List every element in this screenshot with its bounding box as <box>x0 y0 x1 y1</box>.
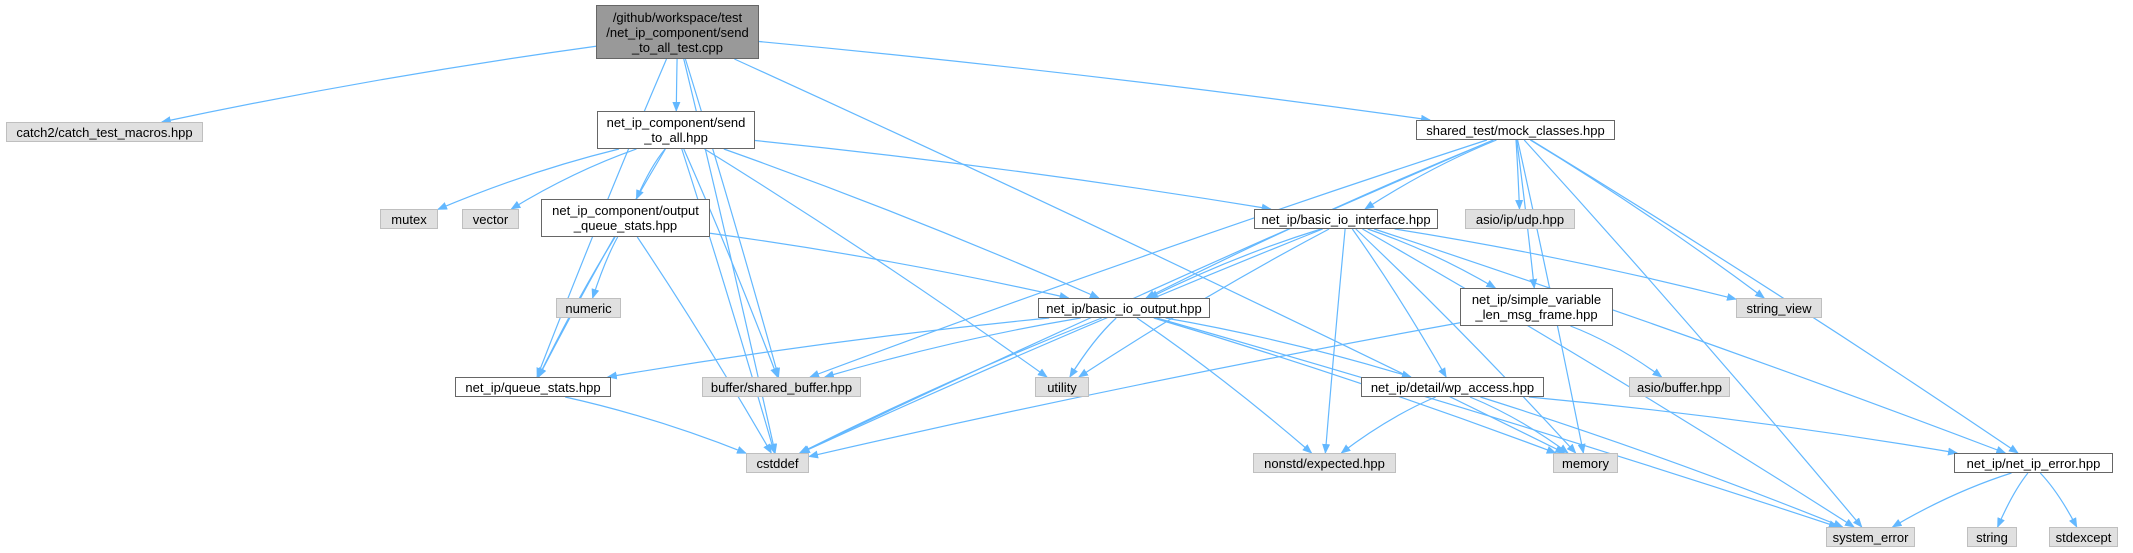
node-output-queue-stats[interactable]: net_ip_component/output _queue_stats.hpp <box>541 199 710 237</box>
edge-wp_access-to-memory <box>1469 396 1569 454</box>
edge-root-to-catch2 <box>160 45 597 125</box>
edge-mock_classes-to-asio_udp <box>1515 139 1524 210</box>
edge-root-to-cstddef <box>683 58 778 454</box>
node-stdexcept[interactable]: stdexcept <box>2049 527 2118 547</box>
node-system-error[interactable]: system_error <box>1826 527 1915 547</box>
edge-basic_io_interface-to-string_view <box>1394 228 1737 301</box>
edge-basic_io_interface-to-simple_variable <box>1367 228 1497 289</box>
node-cstddef[interactable]: cstddef <box>746 453 809 473</box>
node-vector[interactable]: vector <box>462 209 519 229</box>
edge-send_to_all-to-shared_buffer <box>683 148 778 378</box>
edge-queue_stats-to-cstddef <box>565 396 747 454</box>
node-send-to-all[interactable]: net_ip_component/send _to_all.hpp <box>597 111 755 149</box>
edge-wp_access-to-system_error <box>1480 396 1844 528</box>
node-shared-buffer[interactable]: buffer/shared_buffer.hpp <box>702 377 861 397</box>
edge-simple_variable-to-cstddef <box>808 322 1461 459</box>
edge-send_to_all-to-mutex <box>437 148 620 210</box>
node-utility[interactable]: utility <box>1035 377 1089 397</box>
node-asio-ip-udp[interactable]: asio/ip/udp.hpp <box>1465 209 1575 229</box>
node-net-ip-error[interactable]: net_ip/net_ip_error.hpp <box>1954 453 2113 473</box>
edge-send_to_all-to-basic_io_output <box>723 148 1100 299</box>
edge-simple_variable-to-asio_buffer <box>1570 325 1663 378</box>
edge-mock_classes-to-shared_buffer <box>809 139 1488 378</box>
edge-send_to_all-to-vector <box>510 148 637 210</box>
node-catch-test-macros[interactable]: catch2/catch_test_macros.hpp <box>6 122 203 142</box>
edge-net_ip_error-to-string <box>1997 472 2029 528</box>
edge-mock_classes-to-net_ip_error <box>1530 139 2019 454</box>
edge-basic_io_output-to-shared_buffer <box>823 317 1081 379</box>
edge-wp_access-to-expected <box>1340 396 1436 454</box>
edge-basic_io_output-to-cstddef <box>798 317 1102 454</box>
node-nonstd-expected[interactable]: nonstd/expected.hpp <box>1253 453 1396 473</box>
edge-net_ip_error-to-stdexcept <box>2039 472 2078 528</box>
edge-basic_io_interface-to-expected <box>1322 228 1346 454</box>
edge-send_to_all-to-cstddef <box>681 148 776 454</box>
edge-mock_classes-to-basic_io_interface <box>1364 139 1497 210</box>
edge-output_queue_stats-to-numeric <box>591 236 619 299</box>
edge-basic_io_interface-to-system_error <box>1362 228 1855 528</box>
node-mock-classes[interactable]: shared_test/mock_classes.hpp <box>1416 120 1615 140</box>
node-wp-access[interactable]: net_ip/detail/wp_access.hpp <box>1361 377 1544 397</box>
node-basic-io-interface[interactable]: net_ip/basic_io_interface.hpp <box>1254 209 1438 229</box>
edge-net_ip_error-to-system_error <box>1891 472 2012 528</box>
edge-root-to-send_to_all <box>672 58 681 112</box>
edge-basic_io_interface-to-cstddef <box>799 228 1323 454</box>
node-asio-buffer[interactable]: asio/buffer.hpp <box>1629 377 1730 397</box>
edge-basic_io_output-to-memory <box>1153 317 1557 454</box>
node-simple-variable-len-msg-frame[interactable]: net_ip/simple_variable _len_msg_frame.hp… <box>1460 288 1613 326</box>
node-string[interactable]: string <box>1967 527 2017 547</box>
node-mutex[interactable]: mutex <box>380 209 438 229</box>
edge-send_to_all-to-basic_io_interface <box>754 139 1272 212</box>
node-basic-io-output[interactable]: net_ip/basic_io_output.hpp <box>1038 298 1210 318</box>
edge-root-to-shared_buffer <box>684 58 781 378</box>
edge-output_queue_stats-to-basic_io_output <box>709 232 1070 300</box>
node-memory[interactable]: memory <box>1553 453 1618 473</box>
edge-basic_io_output-to-expected <box>1136 317 1313 454</box>
node-queue-stats[interactable]: net_ip/queue_stats.hpp <box>455 377 611 397</box>
node-string-view[interactable]: string_view <box>1736 298 1822 318</box>
edge-basic_io_output-to-queue_stats <box>606 317 1050 380</box>
edge-root-to-mock_classes <box>758 40 1431 123</box>
edge-output_queue_stats-to-cstddef <box>636 236 772 454</box>
node-root-send-to-all-test[interactable]: /github/workspace/test /net_ip_component… <box>596 5 759 59</box>
edge-mock_classes-to-cstddef <box>798 139 1494 454</box>
edge-basic_io_interface-to-net_ip_error <box>1373 228 2007 454</box>
edge-basic_io_output-to-utility <box>1069 317 1117 378</box>
edge-basic_io_interface-to-wp_access <box>1351 228 1447 378</box>
edge-basic_io_output-to-system_error <box>1156 317 1839 528</box>
edge-basic_io_interface-to-basic_io_output <box>1148 228 1322 299</box>
edge-basic_io_output-to-wp_access <box>1165 317 1412 379</box>
edge-basic_io_interface-to-memory <box>1355 228 1577 454</box>
node-numeric[interactable]: numeric <box>556 298 621 318</box>
edge-send_to_all-to-utility <box>704 148 1048 378</box>
edge-wp_access-to-net_ip_error <box>1528 396 1959 456</box>
edge-mock_classes-to-system_error <box>1523 139 1863 528</box>
